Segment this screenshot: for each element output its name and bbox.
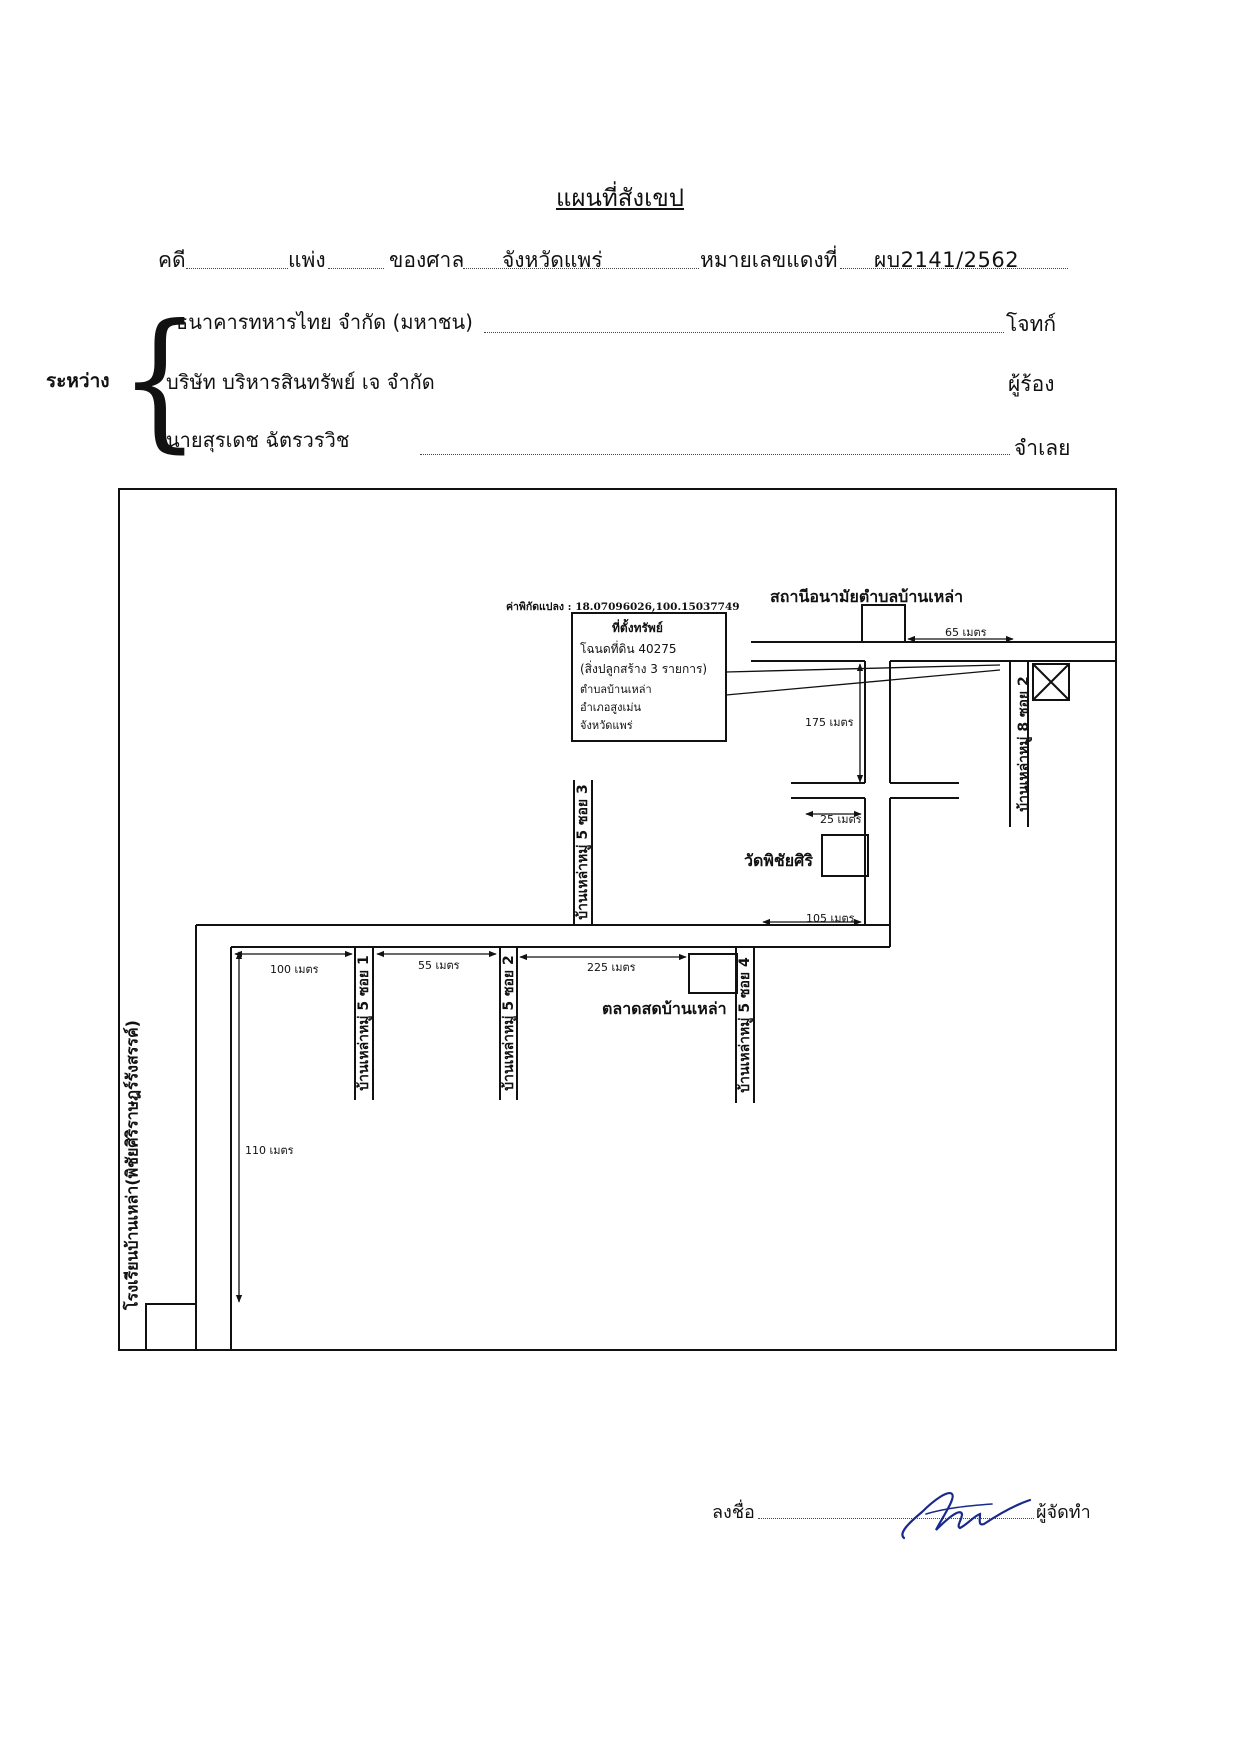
road-label-moo5-soi2: บ้านเหล่าหมู่ 5 ซอย 2 [501,955,517,1091]
distance-label-100: 100 เมตร [270,963,319,976]
leader-line [725,669,1001,696]
temple-building [821,834,869,877]
property-box-line: อำเภอสูงเม่น [580,701,642,714]
defendant-role: จำเลย [1014,436,1071,460]
dotted-line [186,268,288,269]
page-title: แผนที่สังเขป [556,184,684,212]
sign-label: ลงชื่อ [712,1502,755,1523]
red-number-label: หมายเลขแดงที่ [700,248,838,272]
signature-dotted-line [758,1518,1034,1519]
dotted-line [840,268,1068,269]
school-label: โรงเรียนบ้านเหล่า(พิชัยศิริราษฎร์รังสรรค… [122,1020,142,1310]
market-building [688,953,738,994]
between-label: ระหว่าง [46,370,110,392]
distance-label-105: 105 เมตร [806,912,855,925]
leader-line [725,664,1001,673]
curly-brace-icon: { [119,293,201,467]
road-label-moo5-soi3: บ้านเหล่าหมู่ 5 ซอย 3 [575,784,591,920]
property-marker [1032,663,1070,701]
dotted-line [328,268,384,269]
handwritten-signature [901,1492,1032,1540]
petitioner-role: ผู้ร้อง [1008,372,1055,396]
road-label-moo5-soi4: บ้านเหล่าหมู่ 5 ซอย 4 [737,957,753,1093]
plaintiff-role: โจทก์ [1006,312,1057,336]
temple-label: วัดพิชัยศิริ [744,851,813,870]
plaintiff-name: ธนาคารทหารไทย จำกัด (มหาชน) [176,310,473,334]
case-label: คดี [158,248,186,272]
property-box-line: ตำบลบ้านเหล่า [580,683,652,696]
property-box-line: โฉนดที่ดิน 40275 [580,642,677,656]
coordinates-label: ค่าพิกัดแปลง : 18.07096026,100.15037749 [506,601,740,613]
distance-label-175: 175 เมตร [805,716,854,729]
distance-label-110: 110 เมตร [245,1144,294,1157]
dotted-line [463,268,699,269]
distance-label-55: 55 เมตร [418,959,460,972]
property-box-title: ที่ตั้งทรัพย์ [612,621,663,635]
property-box-line: จังหวัดแพร่ [580,719,633,732]
property-info-box [571,612,727,742]
court-label: ของศาล [389,248,465,272]
distance-label-225: 225 เมตร [587,961,636,974]
school-building [145,1303,197,1351]
preparer-label: ผู้จัดทำ [1036,1502,1091,1523]
court-name: จังหวัดแพร่ [502,248,603,272]
case-type: แพ่ง [288,248,326,272]
health-station-building [861,604,906,643]
property-box-line: (สิ่งปลูกสร้าง 3 รายการ) [580,662,708,676]
distance-label-65: 65 เมตร [945,626,987,639]
health-station-label: สถานีอนามัยตำบลบ้านเหล่า [770,587,964,606]
red-number: ผบ2141/2562 [874,248,1020,272]
dotted-line [484,332,1004,333]
dotted-line [420,454,1010,455]
road-label-moo8-soi2: บ้านเหล่าหมู่ 8 ซอย 2 [1016,676,1032,812]
distance-label-25: 25 เมตร [820,813,862,826]
road-label-moo5-soi1: บ้านเหล่าหมู่ 5 ซอย 1 [356,955,372,1091]
market-label: ตลาดสดบ้านเหล่า [602,999,727,1018]
map-frame [118,488,1117,1351]
property-marker-cross [1032,663,1070,701]
defendant-name: นายสุรเดช ฉัตรวรวิช [166,428,350,452]
petitioner-name: บริษัท บริหารสินทรัพย์ เจ จำกัด [166,370,435,394]
